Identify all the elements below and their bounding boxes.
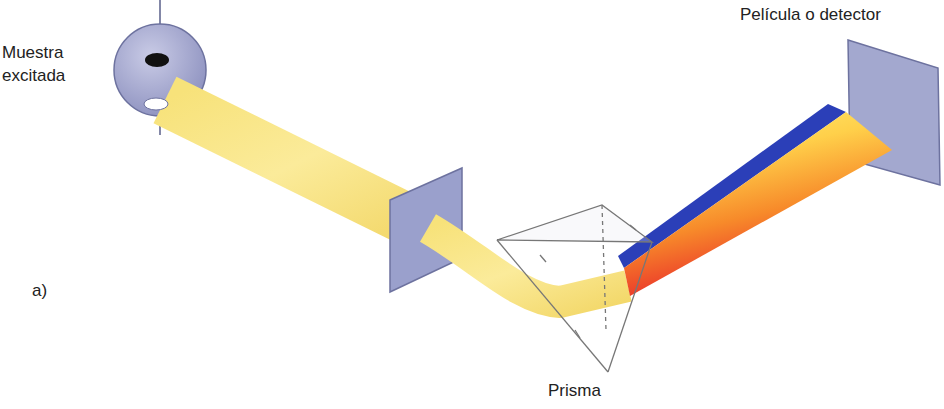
label: Prisma: [548, 380, 638, 403]
prism: [497, 205, 652, 372]
sample-opening: [144, 98, 168, 110]
label: Muestra excitada: [2, 42, 102, 88]
label: a): [32, 280, 72, 303]
light-beam: [165, 100, 425, 228]
label: Película o detector: [740, 4, 940, 27]
spectrum-band: [624, 112, 892, 296]
sample-dark-spot: [145, 53, 169, 67]
